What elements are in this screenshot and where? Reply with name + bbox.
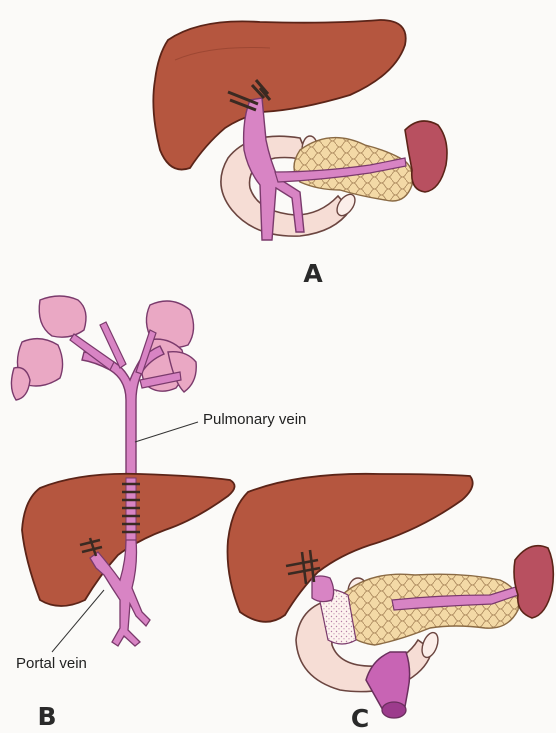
panel-c: C [228,474,554,733]
lung-left [11,296,86,400]
spleen [514,546,553,618]
panel-label-b: B [37,702,56,731]
pulmonary-vein-label: Pulmonary vein [203,411,306,428]
pulmonary-vein-leader [135,422,198,442]
portal-vein [90,540,150,646]
panel-a: A [153,20,447,288]
portal-vein [312,576,334,602]
panel-label-a: A [303,259,323,288]
portal-vein-label: Portal vein [16,655,87,672]
panel-label-c: C [351,704,369,733]
